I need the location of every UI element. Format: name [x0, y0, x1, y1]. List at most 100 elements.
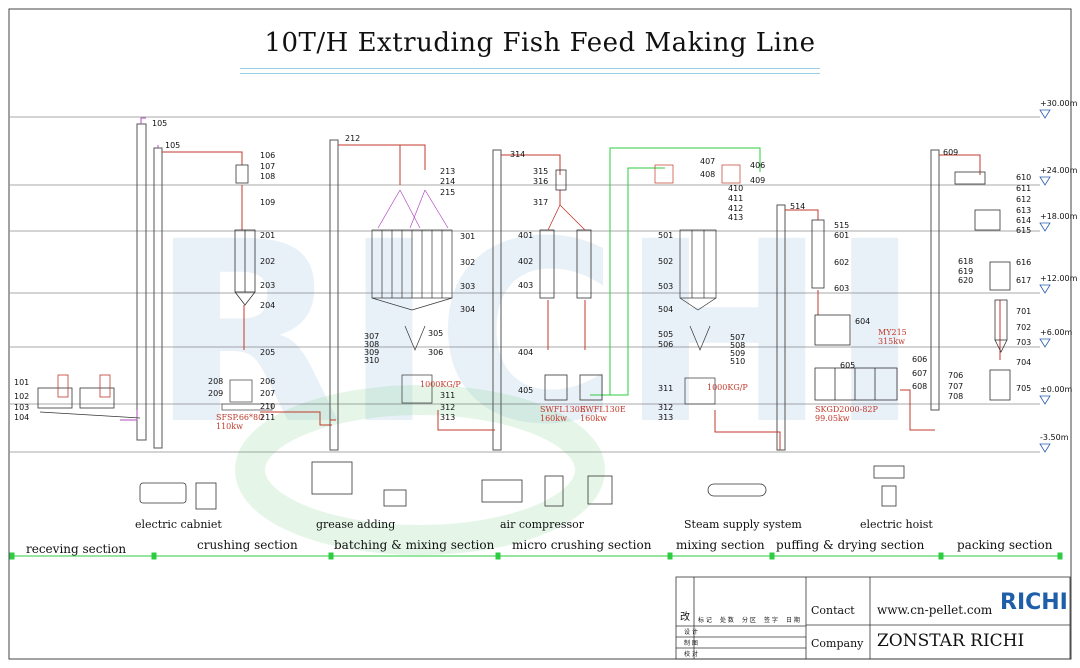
tag-406: 406	[750, 161, 766, 170]
tag-615: 615	[1016, 226, 1032, 235]
tag-608: 608	[912, 382, 928, 391]
micro2-power: 160kw	[580, 414, 607, 423]
tag-315: 315	[533, 167, 549, 176]
dryer-power: 99.05kw	[815, 414, 850, 423]
tag-308: 308	[364, 340, 380, 349]
tag-506: 506	[658, 340, 674, 349]
tag-313: 313	[440, 413, 456, 422]
tag-106: 106	[260, 151, 276, 160]
tag-301: 301	[460, 232, 476, 241]
tag-614: 614	[1016, 216, 1032, 225]
mixer2-spec: 1000KG/P	[707, 383, 748, 392]
revision-mark: 改	[680, 612, 690, 623]
tag-508: 508	[730, 341, 746, 350]
tag-702: 702	[1016, 323, 1032, 332]
micro2-spec: SWFL130E	[580, 405, 626, 414]
tag-204: 204	[260, 301, 276, 310]
tag-412: 412	[728, 204, 744, 213]
tag-708: 708	[948, 392, 964, 401]
tag-604: 604	[855, 317, 871, 326]
elevation-label-24: +24.00m	[1040, 166, 1078, 175]
puffing-drying-equipment	[811, 219, 898, 401]
tb-design: 设 计	[684, 629, 698, 636]
tag-606: 606	[912, 355, 928, 364]
tb-row1-zone: 分 区	[742, 617, 756, 624]
tag-104: 104	[14, 413, 30, 422]
elevation-label-6: +6.00m	[1040, 328, 1073, 337]
crusher-power: 110kw	[216, 422, 243, 431]
extruder-power: 315kw	[878, 337, 905, 346]
tag-206: 206	[260, 377, 276, 386]
tag-410: 410	[728, 184, 744, 193]
tag-201: 201	[260, 231, 276, 240]
watermark-swoosh	[235, 385, 605, 555]
tag-401: 401	[518, 231, 534, 240]
tag-705: 705	[1016, 384, 1032, 393]
tag-607: 607	[912, 369, 928, 378]
tag-504: 504	[658, 305, 674, 314]
title-block	[675, 576, 1071, 660]
tag-214: 214	[440, 177, 456, 186]
tag-213: 213	[440, 167, 456, 176]
tag-407: 407	[700, 157, 716, 166]
contact-value: www.cn-pellet.com	[877, 603, 993, 617]
tag-602: 602	[834, 258, 850, 267]
tag-603: 603	[834, 284, 850, 293]
tag-507: 507	[730, 333, 746, 342]
diagram-title: 10T/H Extruding Fish Feed Making Line	[264, 28, 816, 58]
micro-crushing-equipment	[539, 169, 603, 401]
tag-215: 215	[440, 188, 456, 197]
section-packing: packing section	[957, 538, 1053, 552]
label-electric-cabinet: electric cabniet	[135, 518, 222, 531]
watermark-logo: RICHI	[150, 188, 921, 479]
tag-703: 703	[1016, 338, 1032, 347]
tag-312: 312	[440, 403, 456, 412]
tag-706: 706	[948, 371, 964, 380]
tag-109: 109	[260, 198, 276, 207]
purple-pipes	[120, 117, 159, 421]
tag-316: 316	[533, 177, 549, 186]
tb-row1-mark: 标 记	[698, 617, 712, 624]
tag-701: 701	[1016, 307, 1032, 316]
tag-107: 107	[260, 162, 276, 171]
tag-619: 619	[958, 267, 974, 276]
tag-610: 610	[1016, 173, 1032, 182]
section-puffing-drying: puffing & drying section	[776, 538, 925, 552]
tag-707: 707	[948, 382, 964, 391]
richi-logo: RICHI	[1000, 590, 1068, 615]
tag-408: 408	[700, 170, 716, 179]
elevation-label-30: +30.00m	[1040, 99, 1078, 108]
tb-row1-sign: 签 字	[764, 617, 778, 624]
packing-equipment	[954, 171, 1011, 401]
tag-105a: 105	[152, 119, 168, 128]
tag-302: 302	[460, 258, 476, 267]
contact-label: Contact	[811, 604, 855, 617]
elevation-markers	[1039, 109, 1051, 453]
tag-616: 616	[1016, 258, 1032, 267]
tag-611: 611	[1016, 184, 1032, 193]
tag-514: 514	[790, 202, 806, 211]
tag-609: 609	[943, 148, 959, 157]
elevation-label-12: +12.00m	[1040, 274, 1078, 283]
receiving-equipment	[37, 374, 141, 419]
tag-405: 405	[518, 386, 534, 395]
aux-equipment	[139, 461, 905, 510]
tag-309: 309	[364, 348, 380, 357]
tag-613: 613	[1016, 206, 1032, 215]
tag-205: 205	[260, 348, 276, 357]
section-receiving: receving section	[26, 542, 127, 556]
tag-202: 202	[260, 257, 276, 266]
tag-601: 601	[834, 231, 850, 240]
title-underline-1	[240, 68, 820, 69]
title-underline-2	[240, 73, 820, 74]
tag-208: 208	[208, 377, 224, 386]
tag-311: 311	[440, 391, 456, 400]
tag-212: 212	[345, 134, 361, 143]
crusher-spec: SFSP.66*80	[216, 413, 264, 422]
extruder-spec: MY215	[878, 328, 907, 337]
tag-105b: 105	[165, 141, 181, 150]
tag-305: 305	[428, 329, 444, 338]
label-steam-supply: Steam supply system	[684, 518, 802, 531]
